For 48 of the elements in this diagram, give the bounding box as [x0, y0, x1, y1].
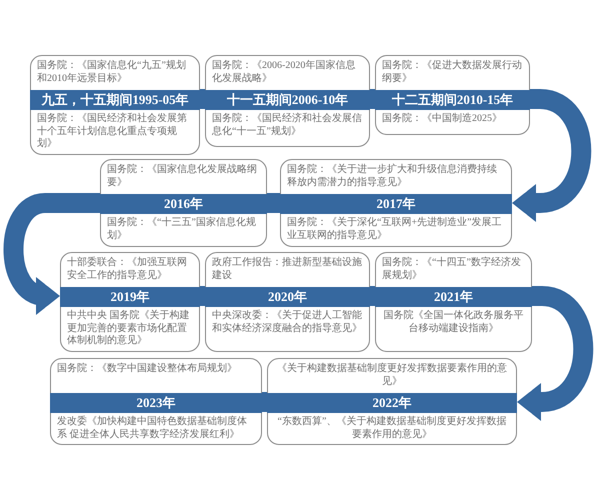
policy-text: “东数西算”、《关于构建数据基础制度更好发挥数据要素作用的意见》 — [276, 416, 508, 441]
timeline-band — [262, 392, 267, 412]
year-band-label: 十一五期间2006-10年 — [204, 90, 370, 110]
year-band-label: 2016年 — [100, 194, 268, 214]
policy-text: 国务院：《2006-2020年国家信息化发展战略》 — [212, 60, 356, 85]
policy-text: 国务院：《关于进一步扩大和升级信息消费持续释放内需潜力的指导意见》 — [287, 164, 498, 189]
policy-text: 国务院：《国民经济和社会发展第十个五年计划信息化重点专项规划》 — [37, 113, 188, 150]
year-band-label: 2017年 — [280, 194, 512, 214]
timeline-band — [200, 89, 205, 109]
policy-timeline-box — [375, 55, 530, 135]
policy-text: 《关于构建数据基础制度更好发挥数据要素作用的意见》 — [276, 363, 508, 388]
policy-text: 国务院《全国一体化政务服务平台移动端建设指南》 — [382, 310, 524, 335]
policy-text: 国务院：《国家信息化“九五”规划和2010年远景目标》 — [37, 60, 187, 85]
timeline-band — [370, 89, 375, 109]
timeline-band — [267, 193, 280, 213]
timeline-band-arrow — [512, 89, 592, 222]
year-band-label: 十二五期间2010-15年 — [374, 90, 530, 110]
policy-text: 国务院：《国家信息化发展战略纲要》 — [107, 164, 258, 189]
year-band-label: 2020年 — [204, 287, 370, 307]
policy-timeline-box — [267, 358, 517, 445]
policy-text: 中共中央 国务院《关于构建更加完善的要素市场化配置体制机制的意见》 — [67, 310, 190, 348]
policy-text: 国务院：《“十四五”数字经济发展规划》 — [382, 257, 522, 282]
policy-text: 国务院：《中国制造2025》 — [382, 113, 503, 126]
policy-text: 国务院：《“十三五”国家信息化规划》 — [107, 217, 257, 242]
policy-text: 国务院：《关于深化“互联网+先进制造业”发展工业互联网的指导意见》 — [287, 217, 503, 242]
year-band-label: 2021年 — [374, 287, 532, 307]
policy-timeline-box — [30, 55, 200, 155]
policy-timeline-box — [280, 159, 512, 247]
policy-timeline-box — [205, 55, 370, 147]
year-band-label: 2019年 — [60, 287, 200, 307]
year-band-label: 2023年 — [50, 393, 262, 413]
policy-timeline-box — [50, 358, 262, 445]
policy-text: 中央深改委：《关于促进人工智能和实体经济深度融合的指导意见》 — [212, 310, 363, 335]
policy-timeline-box — [205, 252, 370, 352]
policy-timeline-box — [100, 159, 267, 247]
timeline-band — [200, 286, 205, 306]
policy-text: 发改委《加快构建中国特色数据基础制度体系 促进全体人民共享数字经济发展红利》 — [57, 416, 248, 441]
policy-text: 政府工作报告：推进新型基础设施建设 — [212, 257, 363, 282]
year-band-label: 九五，十五期间1995-05年 — [30, 90, 200, 110]
policy-text: 国务院：《数字中国建设整体布局规划》 — [57, 363, 238, 376]
year-band-label: 2022年 — [266, 393, 518, 413]
policy-text: 国务院：《国民经济和社会发展信息化“十一五”规划》 — [212, 113, 363, 138]
policy-text: 国务院：《促进大数据发展行动纲要》 — [382, 60, 523, 85]
policy-text: 十部委联合：《加强互联网安全工作的指导意见》 — [67, 257, 188, 282]
timeline-band-arrow — [517, 286, 594, 421]
policy-timeline-box — [375, 252, 532, 352]
policy-timeline-box — [60, 252, 200, 352]
timeline-band — [370, 286, 375, 306]
